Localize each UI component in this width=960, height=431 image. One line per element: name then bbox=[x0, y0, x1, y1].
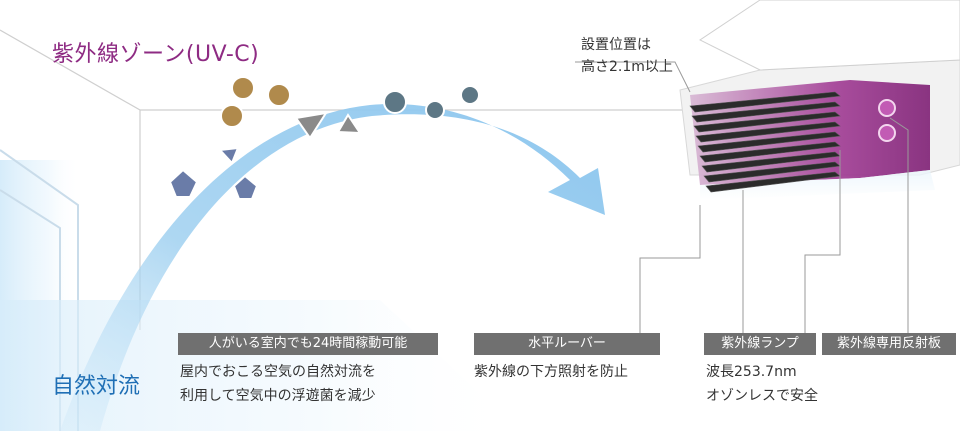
louver-blade bbox=[695, 121, 841, 143]
germ-icon bbox=[232, 174, 259, 200]
louver-blade bbox=[689, 91, 841, 113]
louver-blade bbox=[697, 131, 841, 153]
uv-lamp-bottom bbox=[878, 124, 896, 142]
natural-convection-label: 自然対流 bbox=[52, 374, 141, 399]
virus-icon bbox=[231, 76, 255, 100]
louver-blade bbox=[693, 111, 841, 133]
virus-icon bbox=[267, 83, 291, 107]
horizontal-louvers bbox=[689, 91, 841, 193]
leader-lines bbox=[575, 61, 909, 345]
feature-tag-reflector: 紫外線専用反射板 bbox=[822, 333, 956, 355]
germ-icon bbox=[383, 90, 407, 114]
louver-blade bbox=[699, 141, 841, 163]
feature-tag-lamp: 紫外線ランプ bbox=[704, 333, 816, 355]
feature-tag-24h: 人がいる室内でも24時間稼動可能 bbox=[178, 333, 438, 355]
feature-tag-louver: 水平ルーバー bbox=[474, 333, 660, 355]
bacteria-icon bbox=[336, 113, 362, 135]
germ-icon bbox=[168, 168, 199, 198]
louver-blade bbox=[691, 101, 841, 123]
uv-ceiling-unit bbox=[679, 0, 960, 200]
uv-zone bbox=[0, 71, 720, 173]
germ-icon bbox=[425, 100, 445, 120]
virus-icon bbox=[220, 104, 244, 128]
germ-icon bbox=[217, 146, 240, 165]
germ-group bbox=[168, 76, 480, 200]
uv-lamp-top bbox=[878, 99, 896, 117]
germ-icon bbox=[460, 85, 480, 105]
uv-zone-label: 紫外線ゾーン(UV-C) bbox=[52, 42, 260, 67]
feature-desc-24h: 屋内でおこる空気の自然対流を 利用して空気中の浮遊菌を減少 bbox=[180, 364, 376, 404]
feature-desc-lamp: 波長253.7nm オゾンレスで安全 bbox=[706, 364, 818, 404]
installation-height-note: 設置位置は 高さ2.1m以上 bbox=[581, 37, 673, 75]
feature-desc-louver: 紫外線の下方照射を防止 bbox=[474, 364, 628, 380]
bacteria-icon bbox=[294, 111, 329, 140]
